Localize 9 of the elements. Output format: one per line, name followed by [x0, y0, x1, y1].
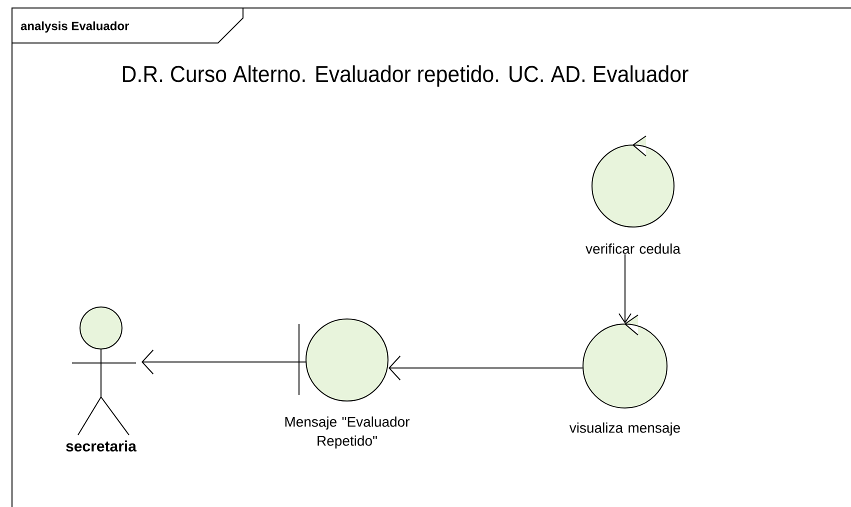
node-label: visualiza mensaje: [569, 422, 680, 436]
frame-title: analysis Evaluador: [20, 21, 130, 33]
node-label: verificar cedula: [586, 244, 680, 254]
arrow: [618, 254, 632, 324]
diagram-heading: D.R. Curso Alterno. Evaluador repetido. UC. AD. Evaluador: [123, 65, 688, 87]
node-label: secretaria: [66, 440, 137, 452]
arrow: [388, 356, 583, 380]
arrow: [142, 350, 299, 374]
node-label: Mensaje "Evaluador Repetido": [285, 416, 410, 449]
